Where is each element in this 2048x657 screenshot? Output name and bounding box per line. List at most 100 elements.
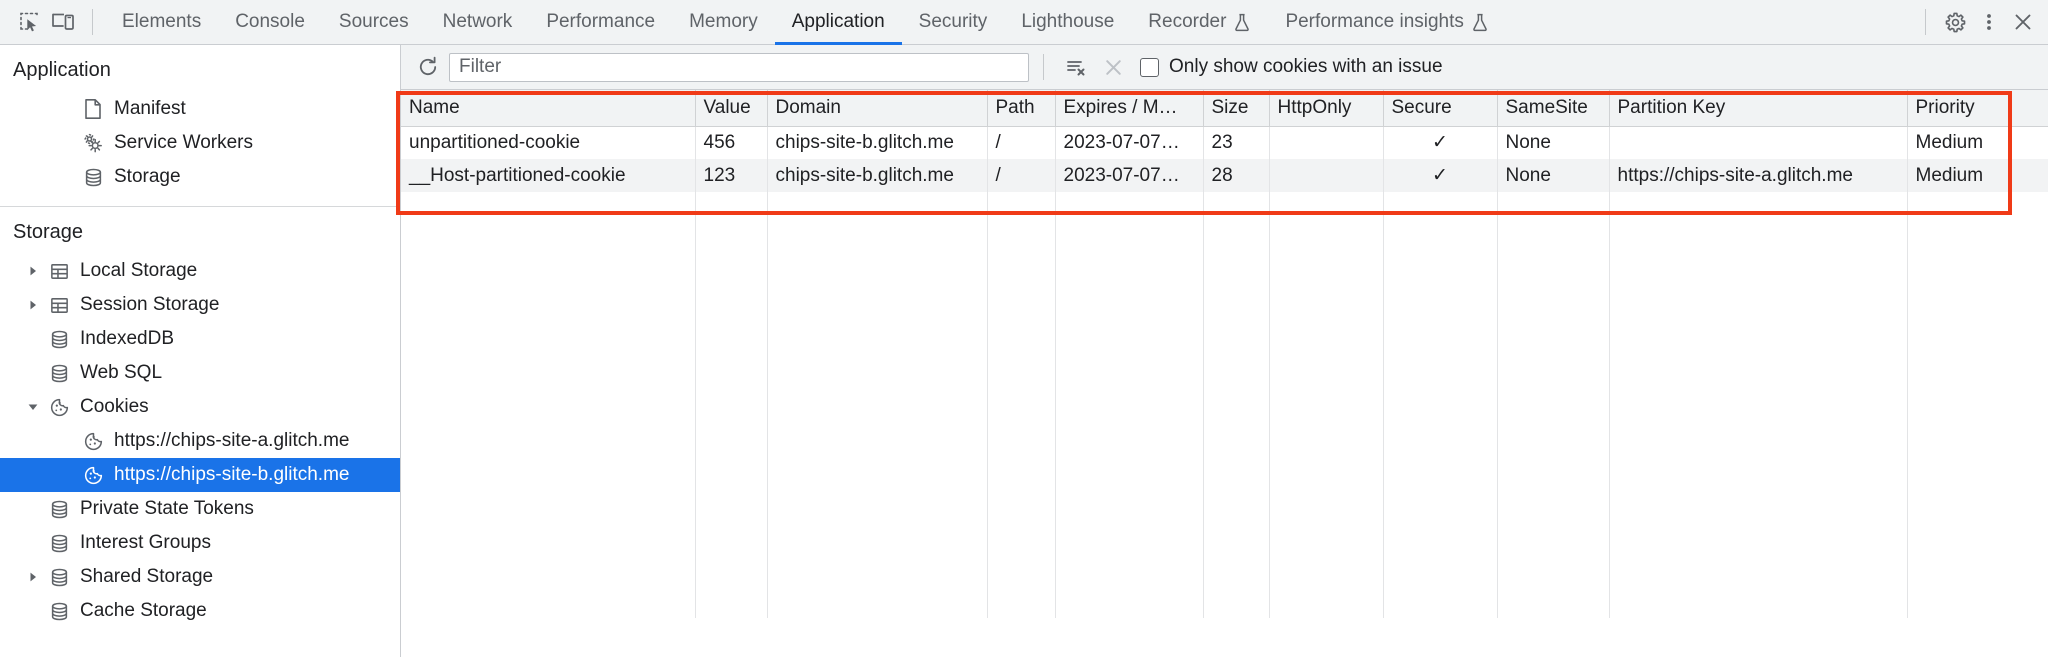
- sidebar-item-shared-storage[interactable]: Shared Storage: [0, 560, 400, 594]
- tab-label: Performance: [546, 11, 656, 32]
- cookies-panel: Only show cookies with an issue: [401, 45, 2048, 657]
- clear-filtered-cookies-icon[interactable]: [1096, 51, 1130, 83]
- cell-value: 456: [695, 126, 768, 159]
- settings-gear-icon[interactable]: [1938, 6, 1972, 38]
- tab-lighthouse[interactable]: Lighthouse: [1004, 0, 1131, 45]
- more-options-icon[interactable]: [1972, 6, 2006, 38]
- clear-all-cookies-icon[interactable]: [1058, 51, 1092, 83]
- empty-cell: [401, 321, 696, 354]
- sidebar-item-label: https://chips-site-b.glitch.me: [114, 464, 350, 485]
- tab-recorder[interactable]: Recorder: [1131, 0, 1268, 45]
- sidebar-item-cookies[interactable]: Cookies: [0, 390, 400, 424]
- cookie-icon: [78, 465, 108, 486]
- database-icon: [44, 329, 74, 350]
- empty-cell: [987, 222, 1056, 255]
- sidebar-item-label: Shared Storage: [80, 566, 214, 587]
- empty-cell: [987, 585, 1056, 618]
- empty-cell: [1609, 552, 1908, 585]
- column-header-name[interactable]: Name: [401, 90, 696, 127]
- tab-elements[interactable]: Elements: [105, 0, 218, 45]
- empty-cell: [1907, 288, 2048, 321]
- column-header-expires[interactable]: Expires / M…: [1055, 90, 1204, 127]
- empty-cell: [1609, 420, 1908, 453]
- tab-performance-insights[interactable]: Performance insights: [1268, 0, 1505, 45]
- sidebar-item-manifest[interactable]: Manifest: [0, 92, 400, 126]
- sidebar-item-interest-groups[interactable]: Interest Groups: [0, 526, 400, 560]
- chevron-right-icon[interactable]: [22, 265, 44, 277]
- empty-cell: [1497, 552, 1610, 585]
- empty-cell: [767, 189, 988, 222]
- column-header-size[interactable]: Size: [1203, 90, 1270, 127]
- close-devtools-icon[interactable]: [2006, 6, 2040, 38]
- sidebar-item-cache-storage[interactable]: Cache Storage: [0, 594, 400, 628]
- sidebar-item-https-chips-site-a-glitch-me[interactable]: https://chips-site-a.glitch.me: [0, 424, 400, 458]
- empty-cell: [1055, 552, 1204, 585]
- tab-network[interactable]: Network: [426, 0, 530, 45]
- tab-console[interactable]: Console: [218, 0, 322, 45]
- empty-cell: [1269, 354, 1384, 387]
- empty-cell: [695, 453, 768, 486]
- tab-application[interactable]: Application: [774, 0, 902, 45]
- empty-cell: [987, 387, 1056, 420]
- sidebar-item-web-sql[interactable]: Web SQL: [0, 356, 400, 390]
- column-header-priority[interactable]: Priority: [1907, 90, 2048, 127]
- sidebar-item-label: Manifest: [114, 98, 186, 119]
- cell-secure: ✓: [1383, 126, 1498, 159]
- sidebar-item-private-state-tokens[interactable]: Private State Tokens: [0, 492, 400, 526]
- empty-cell: [1383, 288, 1498, 321]
- only-show-issues-checkbox[interactable]: [1140, 57, 1159, 77]
- sidebar-item-label: Cache Storage: [80, 600, 207, 621]
- empty-grid-row: [401, 519, 2048, 552]
- sidebar-section-application: Application Manifest Service Workers Sto…: [0, 45, 400, 206]
- column-header-httponly[interactable]: HttpOnly: [1269, 90, 1384, 127]
- empty-cell: [695, 189, 768, 222]
- column-header-secure[interactable]: Secure: [1383, 90, 1498, 127]
- tab-memory[interactable]: Memory: [672, 0, 775, 45]
- column-header-samesite[interactable]: SameSite: [1497, 90, 1610, 127]
- sidebar-item-local-storage[interactable]: Local Storage: [0, 254, 400, 288]
- filterbar-divider: [1043, 54, 1044, 80]
- only-show-issues-control[interactable]: Only show cookies with an issue: [1140, 56, 1443, 78]
- tab-label: Security: [918, 11, 988, 32]
- empty-cell: [401, 354, 696, 387]
- empty-cell: [1497, 519, 1610, 552]
- empty-cell: [1269, 453, 1384, 486]
- empty-cell: [1055, 321, 1204, 354]
- cookies-filter-input[interactable]: [449, 52, 1029, 82]
- sidebar-item-service-workers[interactable]: Service Workers: [0, 126, 400, 160]
- chevron-down-icon[interactable]: [22, 401, 44, 413]
- refresh-icon[interactable]: [411, 51, 445, 83]
- chevron-right-icon[interactable]: [22, 299, 44, 311]
- inspect-element-icon[interactable]: [12, 6, 46, 38]
- empty-cell: [695, 255, 768, 288]
- column-header-value[interactable]: Value: [695, 90, 768, 127]
- empty-cell: [401, 486, 696, 519]
- cell-expires: 2023-07-07…: [1055, 126, 1204, 159]
- tab-security[interactable]: Security: [902, 0, 1005, 45]
- sidebar-item-session-storage[interactable]: Session Storage: [0, 288, 400, 322]
- column-header-domain[interactable]: Domain: [767, 90, 988, 127]
- sidebar-item-indexeddb[interactable]: IndexedDB: [0, 322, 400, 356]
- sidebar-item-storage[interactable]: Storage: [0, 160, 400, 194]
- tab-performance[interactable]: Performance: [529, 0, 672, 45]
- sidebar-item-label: Session Storage: [80, 294, 220, 315]
- empty-cell: [1269, 585, 1384, 618]
- sidebar-section-storage: Storage Local Storage Session Storage In…: [0, 206, 400, 640]
- empty-cell: [1383, 255, 1498, 288]
- tab-sources[interactable]: Sources: [322, 0, 426, 45]
- only-show-issues-label: Only show cookies with an issue: [1169, 56, 1443, 77]
- column-header-partitionkey[interactable]: Partition Key: [1609, 90, 1908, 127]
- empty-cell: [1907, 552, 2048, 585]
- sidebar-item-https-chips-site-b-glitch-me[interactable]: https://chips-site-b.glitch.me: [0, 458, 400, 492]
- sidebar-item-label: Interest Groups: [80, 532, 211, 553]
- empty-cell: [1497, 354, 1610, 387]
- empty-cell: [767, 552, 988, 585]
- empty-cell: [1497, 486, 1610, 519]
- chevron-right-icon[interactable]: [22, 571, 44, 583]
- column-header-path[interactable]: Path: [987, 90, 1056, 127]
- device-toolbar-icon[interactable]: [46, 6, 80, 38]
